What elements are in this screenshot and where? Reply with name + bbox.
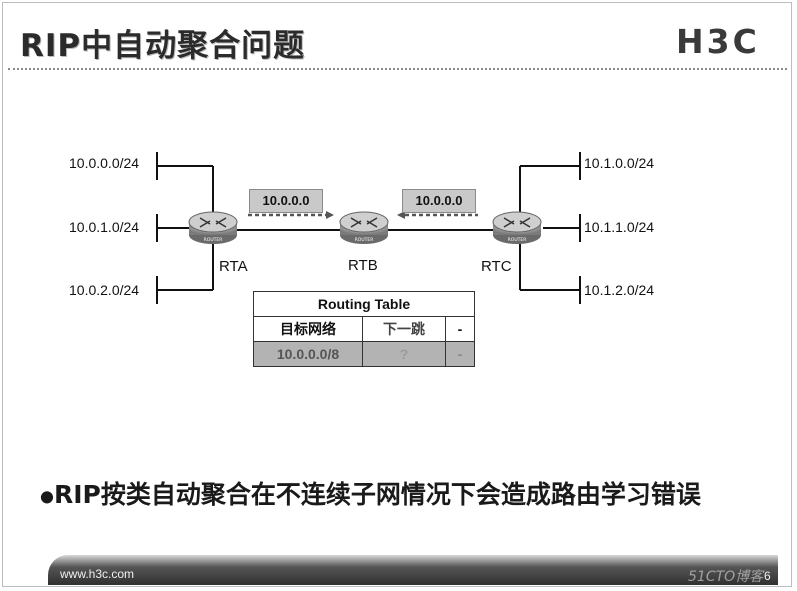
- routing-table: Routing Table 目标网络 下一跳 - 10.0.0.0/8 ? -: [253, 291, 475, 367]
- routing-table-header-nexthop: 下一跳: [362, 316, 446, 342]
- routing-table-cell-nexthop: ?: [362, 341, 446, 367]
- footer-bar: [48, 555, 778, 585]
- watermark: 51CTO博客: [688, 569, 764, 585]
- router-rtc-label: RTC: [481, 258, 512, 275]
- arrow-left-head: [397, 211, 405, 219]
- right-segments: [519, 152, 581, 304]
- routing-table-cell-destination: 10.0.0.0/8: [253, 341, 363, 367]
- routing-table-header-destination: 目标网络: [253, 316, 363, 342]
- bullet-dot-icon: ●: [40, 486, 54, 506]
- left-segments: [156, 152, 214, 304]
- h3c-logo: H3C: [676, 22, 760, 61]
- router-rta-label: RTA: [219, 258, 248, 275]
- right-network-3: 10.1.2.0/24: [584, 282, 655, 298]
- router-rtb-label: RTB: [348, 257, 378, 274]
- router-rtc-badge: ROUTER: [508, 237, 527, 243]
- bullet-point: ●RIP按类自动聚合在不连续子网情况下会造成路由学习错误: [40, 476, 740, 515]
- left-network-3: 10.0.2.0/24: [69, 282, 140, 298]
- table-row: 10.0.0.0/8 ? -: [253, 341, 475, 367]
- routing-table-header-extra: -: [445, 316, 475, 342]
- router-rta-icon: [188, 211, 238, 244]
- right-network-2: 10.1.1.0/24: [584, 219, 655, 235]
- left-network-1: 10.0.0.0/24: [69, 155, 140, 171]
- update-packet-rta: 10.0.0.0: [249, 189, 323, 213]
- routing-table-cell-extra: -: [445, 341, 475, 367]
- right-network-1: 10.1.0.0/24: [584, 155, 655, 171]
- router-rtc-icon: [492, 211, 542, 244]
- bullet-text: RIP按类自动聚合在不连续子网情况下会造成路由学习错误: [53, 480, 701, 509]
- page-number: 6: [764, 569, 771, 583]
- slide-title: RIP中自动聚合问题: [20, 28, 306, 64]
- router-rtb-badge: ROUTER: [355, 237, 374, 243]
- left-network-2: 10.0.1.0/24: [69, 219, 140, 235]
- title-divider: [8, 68, 787, 70]
- router-rtb-icon: [339, 211, 389, 244]
- update-packet-rtc: 10.0.0.0: [402, 189, 476, 213]
- routing-table-caption: Routing Table: [253, 291, 475, 317]
- arrow-right-head: [326, 211, 334, 219]
- router-rta-badge: ROUTER: [204, 237, 223, 243]
- footer-url[interactable]: www.h3c.com: [60, 567, 135, 581]
